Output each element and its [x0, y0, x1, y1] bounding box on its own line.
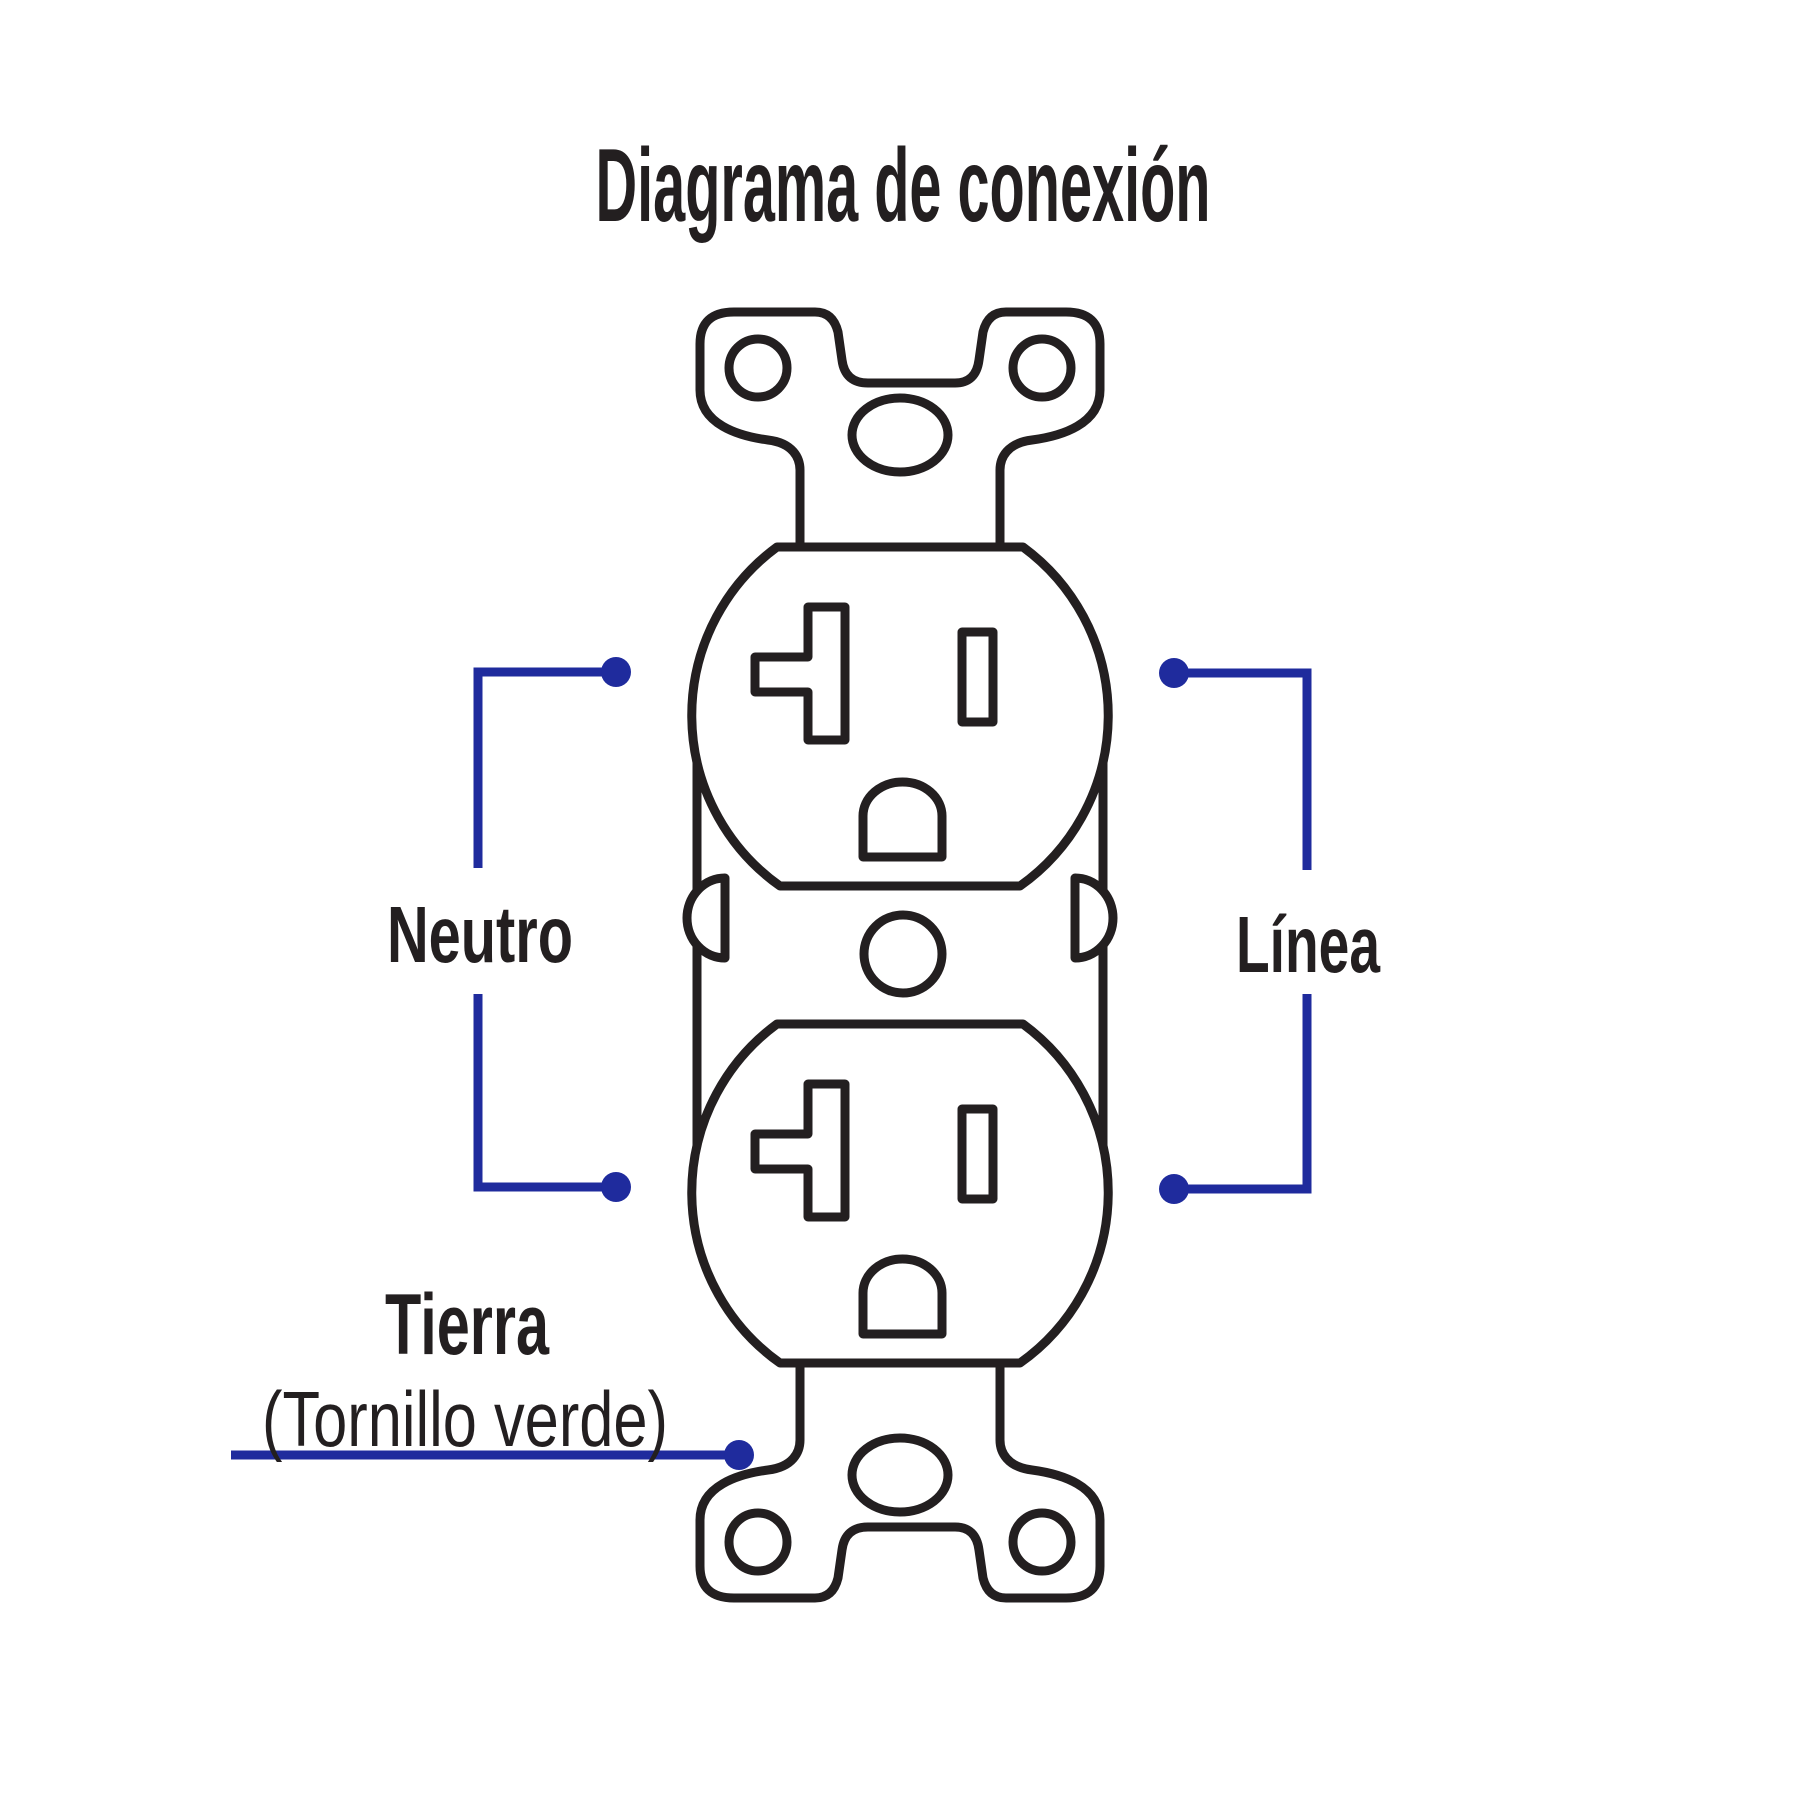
duplex-receptacle [682, 307, 1118, 1603]
top-right-screw-hole-icon [1008, 334, 1076, 402]
top-strap-slot [847, 393, 953, 477]
annotations [231, 657, 1312, 1470]
lower-neutral-t-slot [750, 1079, 850, 1222]
upper-ground-hole [858, 777, 947, 862]
ground-terminal-dot [724, 1440, 754, 1470]
ground-note-label: (Tornillo verde) [262, 1375, 668, 1463]
ground-label: Tierra [385, 1277, 550, 1373]
line-terminal-dot-bottom [1159, 1174, 1189, 1204]
neutral-terminal-dot-bottom [601, 1172, 631, 1202]
bottom-left-screw-hole-icon [724, 1508, 792, 1576]
line-callout-line-top [1174, 668, 1312, 870]
upper-neutral-t-slot [750, 602, 850, 745]
lower-line-slot [957, 1104, 998, 1204]
neutral-terminal-dot-top [601, 657, 631, 687]
top-left-screw-hole-icon [724, 334, 792, 402]
lower-outlet-face [687, 1019, 1113, 1368]
lower-ground-hole [858, 1254, 947, 1339]
neutral-callout-line-top [473, 667, 616, 868]
ground-callout [231, 1440, 754, 1470]
neutral-callout-line-bottom [473, 994, 616, 1192]
line-terminal-dot-top [1159, 658, 1189, 688]
page-title: Diagrama de conexión [596, 128, 1211, 244]
line-callout-line-bottom [1174, 994, 1312, 1194]
bottom-right-screw-hole-icon [1008, 1508, 1076, 1576]
right-side-tab [1070, 873, 1118, 963]
center-screw-icon [859, 910, 947, 998]
line-label: Línea [1236, 900, 1380, 989]
left-side-tab [682, 873, 730, 963]
line-callout [1159, 658, 1312, 1204]
upper-outlet-face [687, 542, 1113, 891]
bottom-strap-slot [847, 1433, 953, 1517]
neutral-callout [473, 657, 631, 1202]
neutral-label: Neutro [387, 890, 573, 979]
upper-line-slot [957, 627, 998, 727]
